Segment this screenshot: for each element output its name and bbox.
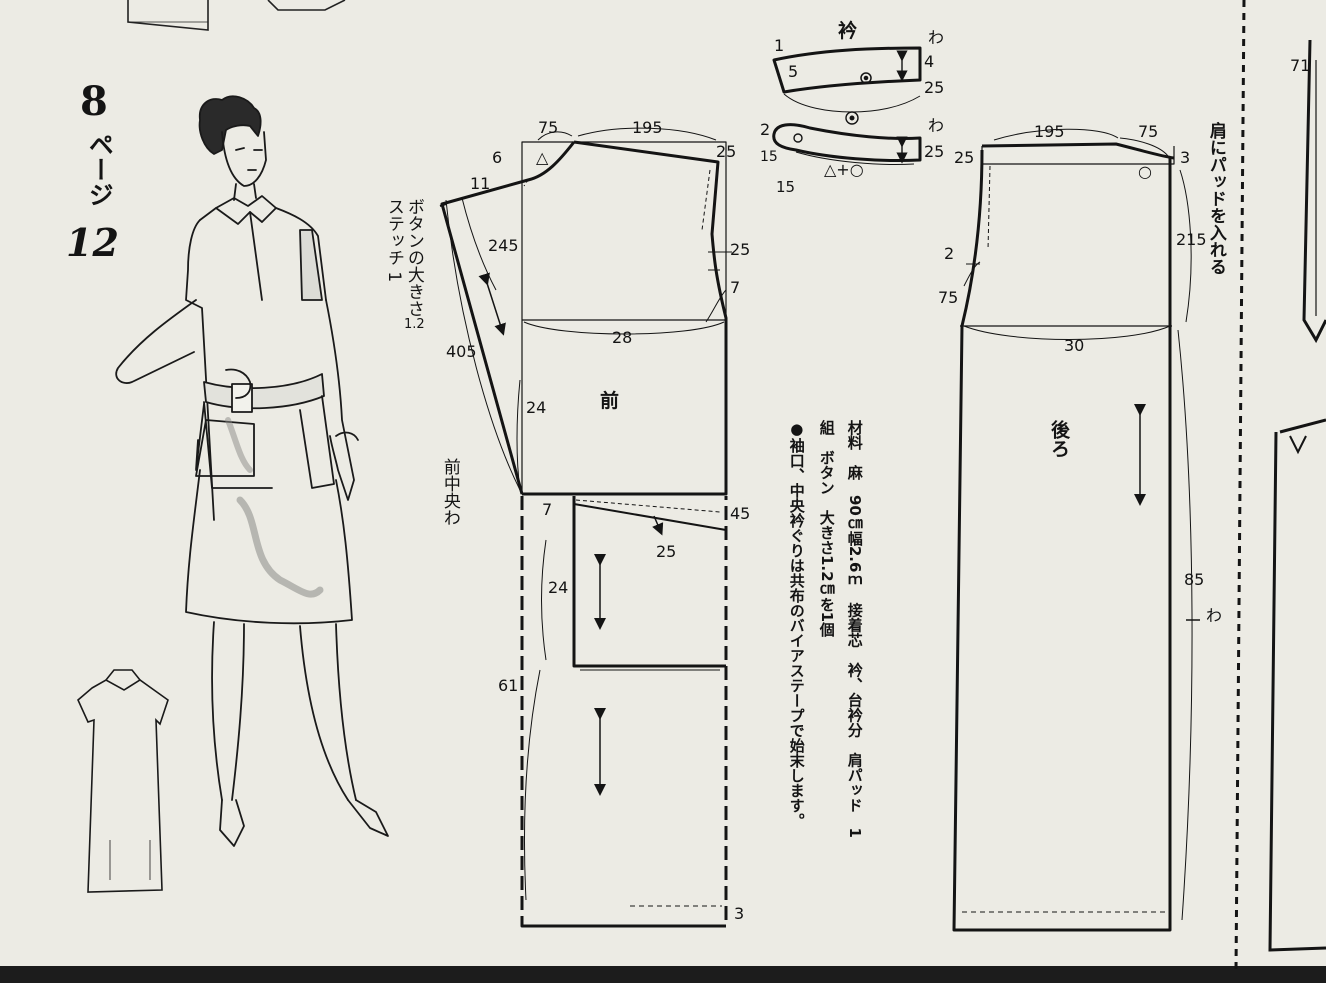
right-page-label: 71 — [1290, 56, 1311, 75]
front-label: 6 — [492, 148, 503, 167]
back-view-thumbnail — [77, 669, 169, 893]
front-label: 45 — [730, 504, 751, 523]
front-label: 25 — [716, 142, 737, 161]
collar-pieces — [772, 46, 922, 165]
collar-label: 1 — [774, 36, 785, 55]
page-number: 8 — [80, 78, 108, 125]
front-label: 75 — [538, 118, 559, 137]
back-label: 3 — [1180, 148, 1191, 167]
front-label: 7 — [542, 500, 553, 519]
right-page-remnant — [1268, 39, 1326, 952]
materials-line3: ●袖口、中央衿ぐりは共布のバイアステープで始末します。 — [787, 420, 806, 828]
back-label: 30 — [1064, 336, 1085, 355]
materials-line1: 材料 麻 90㎝幅2.6ｍ 接着芯 衿、台衿分 肩パッド 1 — [845, 420, 864, 838]
fold-separator — [1234, 0, 1246, 971]
button-note-line2: ステッチ 1 — [383, 198, 404, 283]
front-label: △ — [536, 148, 549, 167]
back-label: 2 — [944, 244, 955, 263]
fashion-illustration — [115, 95, 389, 847]
page-ref-number: 12 — [66, 220, 119, 265]
front-label: 195 — [632, 118, 663, 137]
front-pattern — [439, 127, 732, 928]
back-pattern — [952, 128, 1200, 932]
back-label: 215 — [1176, 230, 1207, 249]
collar-label: 25 — [924, 142, 945, 161]
front-label: 28 — [612, 328, 633, 347]
collar-label: わ — [928, 116, 945, 135]
shoulder-pad-note: 肩にパッドを入れる — [1205, 122, 1226, 275]
collar-label: 15 — [760, 149, 778, 165]
materials-line2: 組 ボタン 大きさ1.2㎝を1個 — [817, 420, 836, 638]
front-label: 405 — [446, 342, 477, 361]
collar-label: 4 — [924, 52, 935, 71]
back-label: 25 — [954, 148, 975, 167]
page-word: ページ — [85, 132, 115, 207]
button-note-line1: ボタンの大きさ — [403, 198, 424, 317]
front-center-fold-label: 前中央わ — [439, 458, 460, 526]
collar-label: △+○ — [824, 160, 864, 179]
front-label: 11 — [470, 174, 491, 193]
collar-label: 25 — [924, 78, 945, 97]
front-label: 25 — [656, 542, 677, 561]
collar-title: 衿 — [838, 20, 858, 42]
back-label: 75 — [938, 288, 959, 307]
front-label: 25 — [730, 240, 751, 259]
back-label: 85 — [1184, 570, 1205, 589]
front-label: 7 — [730, 278, 741, 297]
back-label: 75 — [1138, 122, 1159, 141]
front-label: 24 — [548, 578, 569, 597]
back-label: わ — [1206, 606, 1223, 625]
collar-label: 15 — [776, 178, 796, 196]
top-remnants — [127, 0, 346, 31]
front-label: 61 — [498, 676, 519, 695]
front-label: 24 — [526, 398, 547, 417]
collar-label: わ — [928, 28, 945, 47]
collar-label: 2 — [760, 120, 771, 139]
back-label: ○ — [1138, 162, 1152, 181]
front-title: 前 — [600, 390, 620, 412]
back-title: 後ろ — [1047, 420, 1070, 458]
button-note-size: 1.2 — [404, 317, 425, 332]
collar-label: 5 — [788, 62, 799, 81]
front-label: 245 — [488, 236, 519, 255]
front-label: 3 — [734, 904, 745, 923]
back-label: 195 — [1034, 122, 1065, 141]
